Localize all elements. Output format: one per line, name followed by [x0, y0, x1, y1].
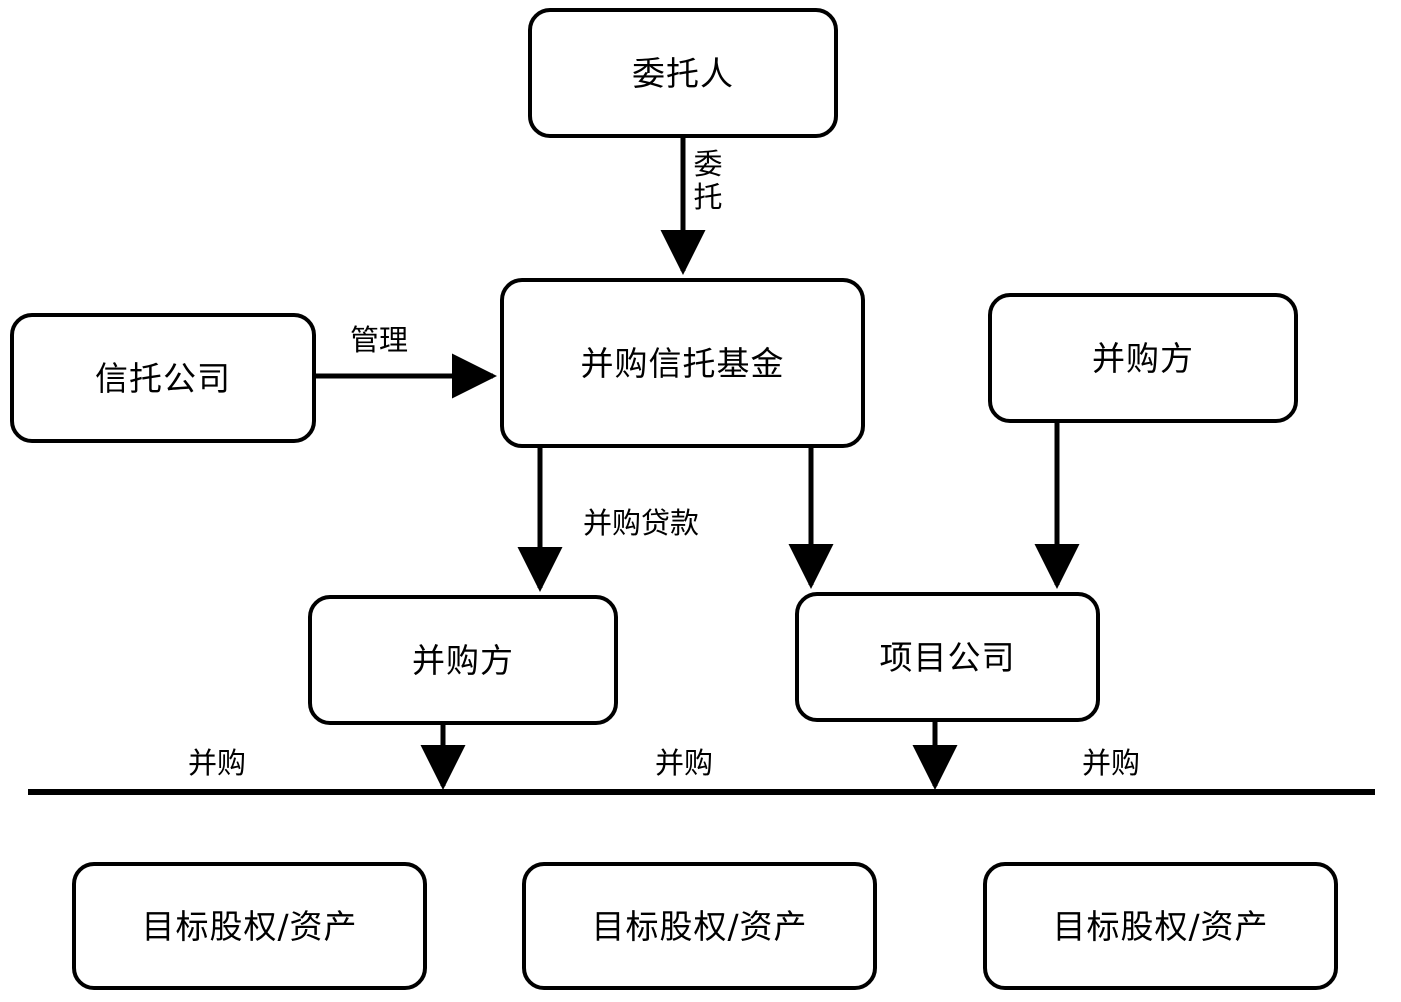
edge-label-ma-loan: 并购贷款 — [583, 506, 700, 540]
node-trust-company[interactable]: 信托公司 — [10, 313, 316, 443]
node-ma-trust-fund[interactable]: 并购信托基金 — [500, 278, 865, 448]
node-acquirer-mid[interactable]: 并购方 — [308, 595, 618, 725]
node-acquirer-mid-label: 并购方 — [412, 640, 514, 680]
node-principal[interactable]: 委托人 — [528, 8, 838, 138]
node-target-asset-2-label: 目标股权/资产 — [591, 906, 808, 946]
edge-label-merge-2: 并购 — [655, 746, 714, 780]
edge-label-merge-1: 并购 — [188, 746, 247, 780]
node-ma-trust-fund-label: 并购信托基金 — [580, 343, 785, 383]
node-acquirer-top-label: 并购方 — [1092, 338, 1194, 378]
node-project-company-label: 项目公司 — [879, 637, 1016, 677]
node-target-asset-3[interactable]: 目标股权/资产 — [983, 862, 1338, 990]
edge-label-entrust: 委托 — [693, 147, 723, 215]
edge-label-manage: 管理 — [350, 323, 409, 357]
node-project-company[interactable]: 项目公司 — [795, 592, 1100, 722]
node-principal-label: 委托人 — [632, 53, 734, 93]
node-trust-company-label: 信托公司 — [95, 358, 231, 398]
node-target-asset-3-label: 目标股权/资产 — [1052, 906, 1269, 946]
node-target-asset-2[interactable]: 目标股权/资产 — [522, 862, 877, 990]
node-target-asset-1[interactable]: 目标股权/资产 — [72, 862, 427, 990]
node-target-asset-1-label: 目标股权/资产 — [141, 906, 358, 946]
edge-label-merge-3: 并购 — [1082, 746, 1141, 780]
node-acquirer-top[interactable]: 并购方 — [988, 293, 1298, 423]
